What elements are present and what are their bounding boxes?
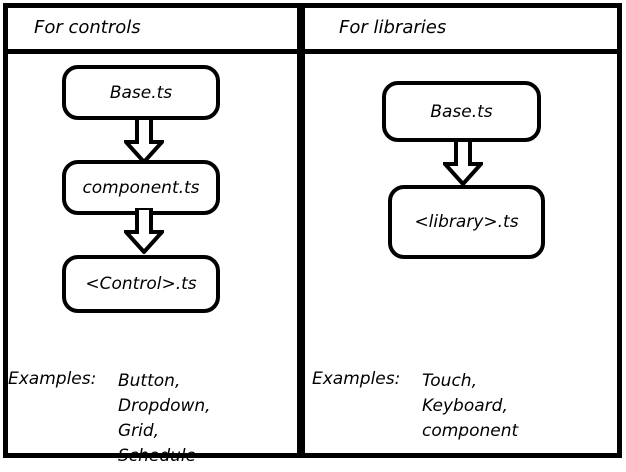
node-controls-control: <Control>.ts xyxy=(62,255,220,313)
column-header-controls: For controls xyxy=(34,17,141,38)
node-libraries-library-label: <library>.ts xyxy=(414,212,519,232)
examples-item: Touch, xyxy=(422,371,477,391)
header-row-divider xyxy=(3,49,622,54)
examples-item: Button, xyxy=(118,371,181,391)
examples-list-libraries: Touch, Keyboard, component xyxy=(422,369,518,444)
node-controls-base-label: Base.ts xyxy=(109,82,173,103)
examples-item: Keyboard, xyxy=(422,396,508,416)
column-header-libraries: For libraries xyxy=(339,17,447,38)
arrow-controls-component-to-control xyxy=(124,208,164,254)
arrow-controls-base-to-component xyxy=(124,118,164,164)
node-controls-control-label: <Control>.ts xyxy=(85,274,197,294)
node-controls-component: component.ts xyxy=(62,160,220,215)
examples-list-controls: Button, Dropdown, Grid, Schedule xyxy=(118,369,211,469)
examples-item: Grid, xyxy=(118,421,160,441)
examples-item: Schedule xyxy=(118,446,197,466)
node-libraries-library: <library>.ts xyxy=(388,185,545,259)
node-libraries-base-label: Base.ts xyxy=(430,101,493,122)
column-divider xyxy=(297,3,305,458)
node-controls-component-label: component.ts xyxy=(82,177,200,198)
examples-item: Dropdown, xyxy=(118,396,211,416)
node-libraries-base: Base.ts xyxy=(382,81,541,142)
node-controls-base: Base.ts xyxy=(62,65,220,120)
arrow-libraries-base-to-library xyxy=(443,140,483,186)
examples-label-libraries: Examples: xyxy=(312,369,401,389)
examples-label-controls: Examples: xyxy=(8,369,97,389)
examples-item: component xyxy=(422,421,519,441)
